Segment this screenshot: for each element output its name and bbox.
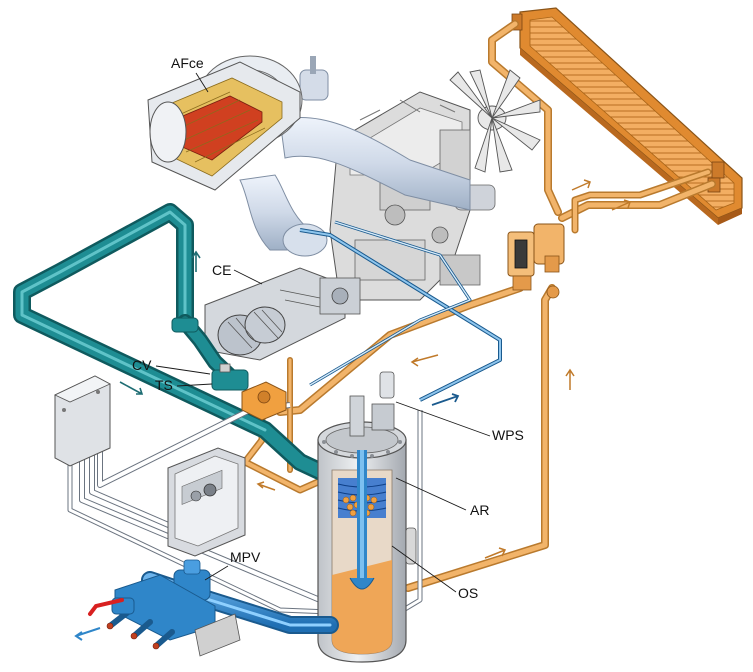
signal-arrows [431,393,460,406]
oil-circuit [241,20,716,592]
label-cv: CV [132,357,152,373]
oil-cooler [511,7,743,225]
air-flow-arrows [119,250,201,395]
air-filter [147,55,303,191]
controller-panel [167,447,246,557]
oil-flow-arrows [256,179,631,559]
air-circuit [13,203,339,485]
air-receiver [317,371,417,663]
oil-filter-block [241,381,287,421]
outlet-flow-arrow [74,627,101,641]
compressor-element [204,267,361,361]
temperature-switch [211,363,249,391]
label-ar: AR [470,502,489,518]
junction-box [54,375,111,467]
check-valve [171,317,199,333]
thermostatic-valve [507,223,565,299]
outlet-manifold [106,574,241,657]
label-os: OS [458,585,478,601]
label-mpv: MPV [230,549,261,565]
label-ts: TS [155,377,173,393]
cooling-fan [449,69,541,173]
label-afce: AFce [171,55,204,71]
label-wps: WPS [492,427,524,443]
intake-ducting [239,56,471,257]
callouts: AFce CE CV TS WPS AR MPV OS [132,55,524,601]
label-ce: CE [212,262,231,278]
outlet-ball-valve [88,597,135,616]
